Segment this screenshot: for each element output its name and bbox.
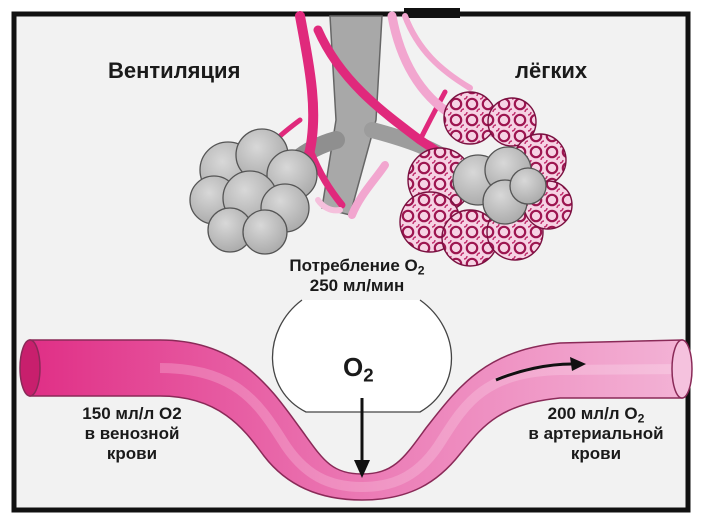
title-ventilation: Вентиляция	[108, 58, 240, 84]
consumption-line2: 250 мл/мин	[310, 276, 404, 295]
venous-line3: крови	[107, 444, 157, 463]
consumption-line1: Потребление O2	[289, 256, 424, 275]
frame-notch	[404, 8, 460, 18]
venous-blood-label: 150 мл/л O2 в венозной крови	[48, 404, 216, 464]
arterial-blood-label: 200 мл/л O2 в артериальной крови	[498, 404, 694, 464]
venous-line2: в венозной	[85, 424, 180, 443]
arterial-line2: в артериальной	[528, 424, 663, 443]
arterial-line1: 200 мл/л O2	[548, 404, 645, 423]
arterial-line3: крови	[571, 444, 621, 463]
venous-line1: 150 мл/л O2	[82, 404, 181, 423]
oxygen-consumption-label: Потребление O2 250 мл/мин	[272, 256, 442, 296]
title-lungs: лёгких	[515, 58, 587, 84]
o2-diffusion-label: O2	[343, 352, 374, 383]
